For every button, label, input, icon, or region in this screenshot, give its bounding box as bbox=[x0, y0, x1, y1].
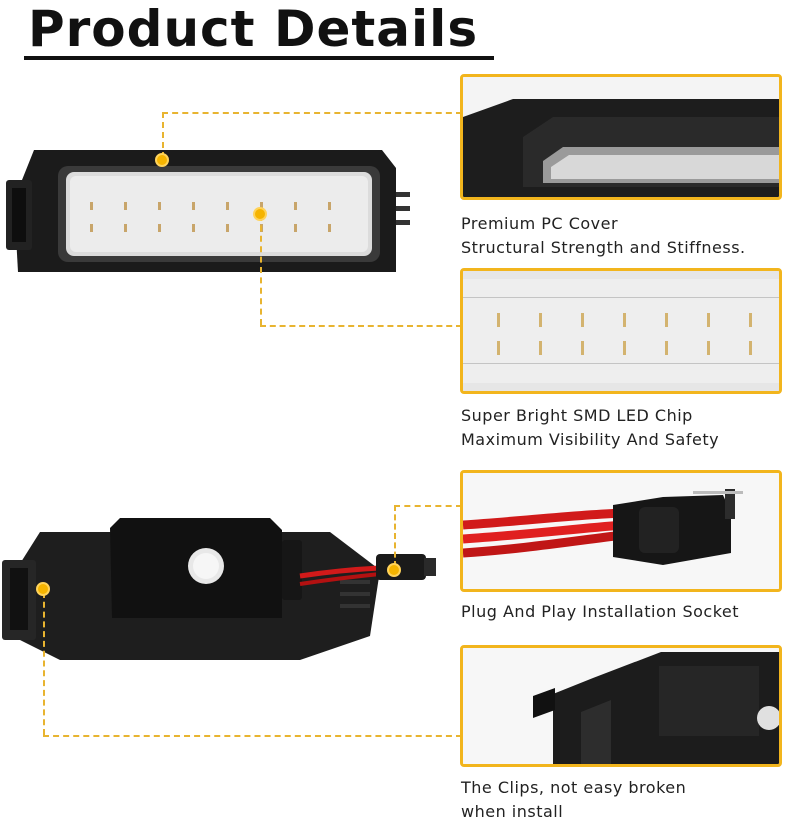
leader-line bbox=[43, 735, 462, 737]
license-light-front-view bbox=[4, 140, 416, 290]
callout-dot bbox=[253, 207, 267, 221]
caption-line: Super Bright SMD LED Chip bbox=[461, 406, 693, 425]
led-chip-closeup bbox=[460, 268, 782, 394]
clip-closeup bbox=[460, 645, 782, 767]
callout-dot bbox=[155, 153, 169, 167]
caption-line: Plug And Play Installation Socket bbox=[461, 602, 740, 621]
license-light-rear-view bbox=[0, 510, 440, 670]
callout-dot bbox=[36, 582, 50, 596]
leader-line bbox=[394, 505, 462, 507]
leader-line bbox=[162, 112, 164, 158]
page-title: Product Details bbox=[28, 0, 479, 58]
caption-line: Structural Strength and Stiffness. bbox=[461, 238, 746, 257]
caption-line: when install bbox=[461, 802, 564, 821]
leader-line bbox=[260, 325, 462, 327]
feature-caption-4: The Clips, not easy broken when install bbox=[461, 776, 686, 824]
caption-line: The Clips, not easy broken bbox=[461, 778, 687, 797]
pc-cover-closeup bbox=[460, 74, 782, 200]
caption-line: Premium PC Cover bbox=[461, 214, 619, 233]
leader-line bbox=[162, 112, 462, 114]
caption-line: Maximum Visibility And Safety bbox=[461, 430, 720, 449]
feature-caption-2: Super Bright SMD LED Chip Maximum Visibi… bbox=[461, 404, 719, 452]
callout-dot bbox=[387, 563, 401, 577]
leader-line bbox=[260, 215, 262, 325]
socket-closeup bbox=[460, 470, 782, 592]
leader-line bbox=[394, 505, 396, 567]
title-underline bbox=[24, 56, 494, 60]
feature-caption-3: Plug And Play Installation Socket bbox=[461, 600, 739, 624]
leader-line bbox=[43, 592, 45, 735]
feature-caption-1: Premium PC Cover Structural Strength and… bbox=[461, 212, 746, 260]
